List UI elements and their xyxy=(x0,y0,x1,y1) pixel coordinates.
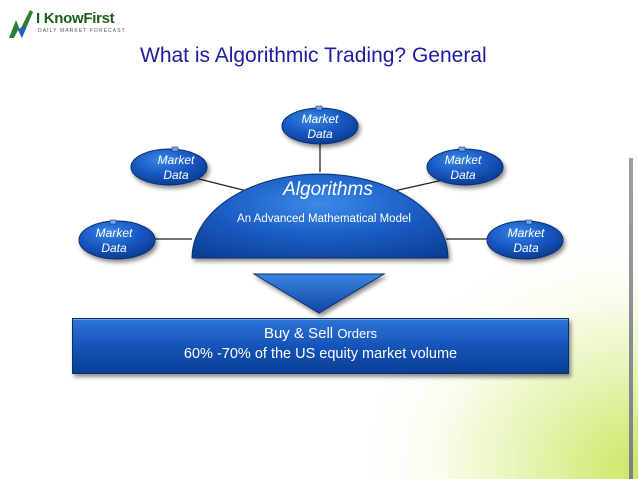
orders-box: Buy & Sell Orders 60% -70% of the US equ… xyxy=(72,318,569,374)
market-data-node-shape xyxy=(130,148,208,186)
market-data-label: Market Data xyxy=(301,112,339,141)
market-data-label: Market Data xyxy=(444,153,482,182)
node-handle xyxy=(315,105,323,111)
slide-title: What is Algorithmic Trading? General xyxy=(140,44,487,67)
market-data-label: Market Data xyxy=(507,226,545,255)
logo-mark-icon xyxy=(9,10,33,38)
down-arrow-shape xyxy=(252,273,386,314)
right-edge-rule xyxy=(629,158,633,479)
logo-tagline: DAILY MARKET FORECAST xyxy=(38,28,126,34)
node-handle xyxy=(525,219,533,225)
algorithms-hub-shape xyxy=(191,173,449,259)
node-handle xyxy=(171,146,179,152)
market-data-node-shape xyxy=(486,220,564,260)
market-data-label: Market Data xyxy=(95,226,133,255)
node-handle xyxy=(109,219,117,225)
algorithms-subtitle: An Advanced Mathematical Model xyxy=(237,213,411,225)
orders-heading-rest: Orders xyxy=(337,326,378,341)
orders-heading-strong: Buy & Sell xyxy=(263,325,334,342)
algorithms-title: Algorithms xyxy=(283,179,373,200)
logo-wordmark: I KnowFirst xyxy=(36,10,115,27)
node-handle xyxy=(458,146,466,152)
orders-volume-text: 60% -70% of the US equity market volume xyxy=(183,346,458,362)
orders-heading: Buy & Sell Orders xyxy=(73,325,568,342)
market-data-node-shape xyxy=(78,220,156,260)
logo: I KnowFirst DAILY MARKET FORECAST xyxy=(6,4,125,48)
market-data-label: Market Data xyxy=(157,153,195,182)
